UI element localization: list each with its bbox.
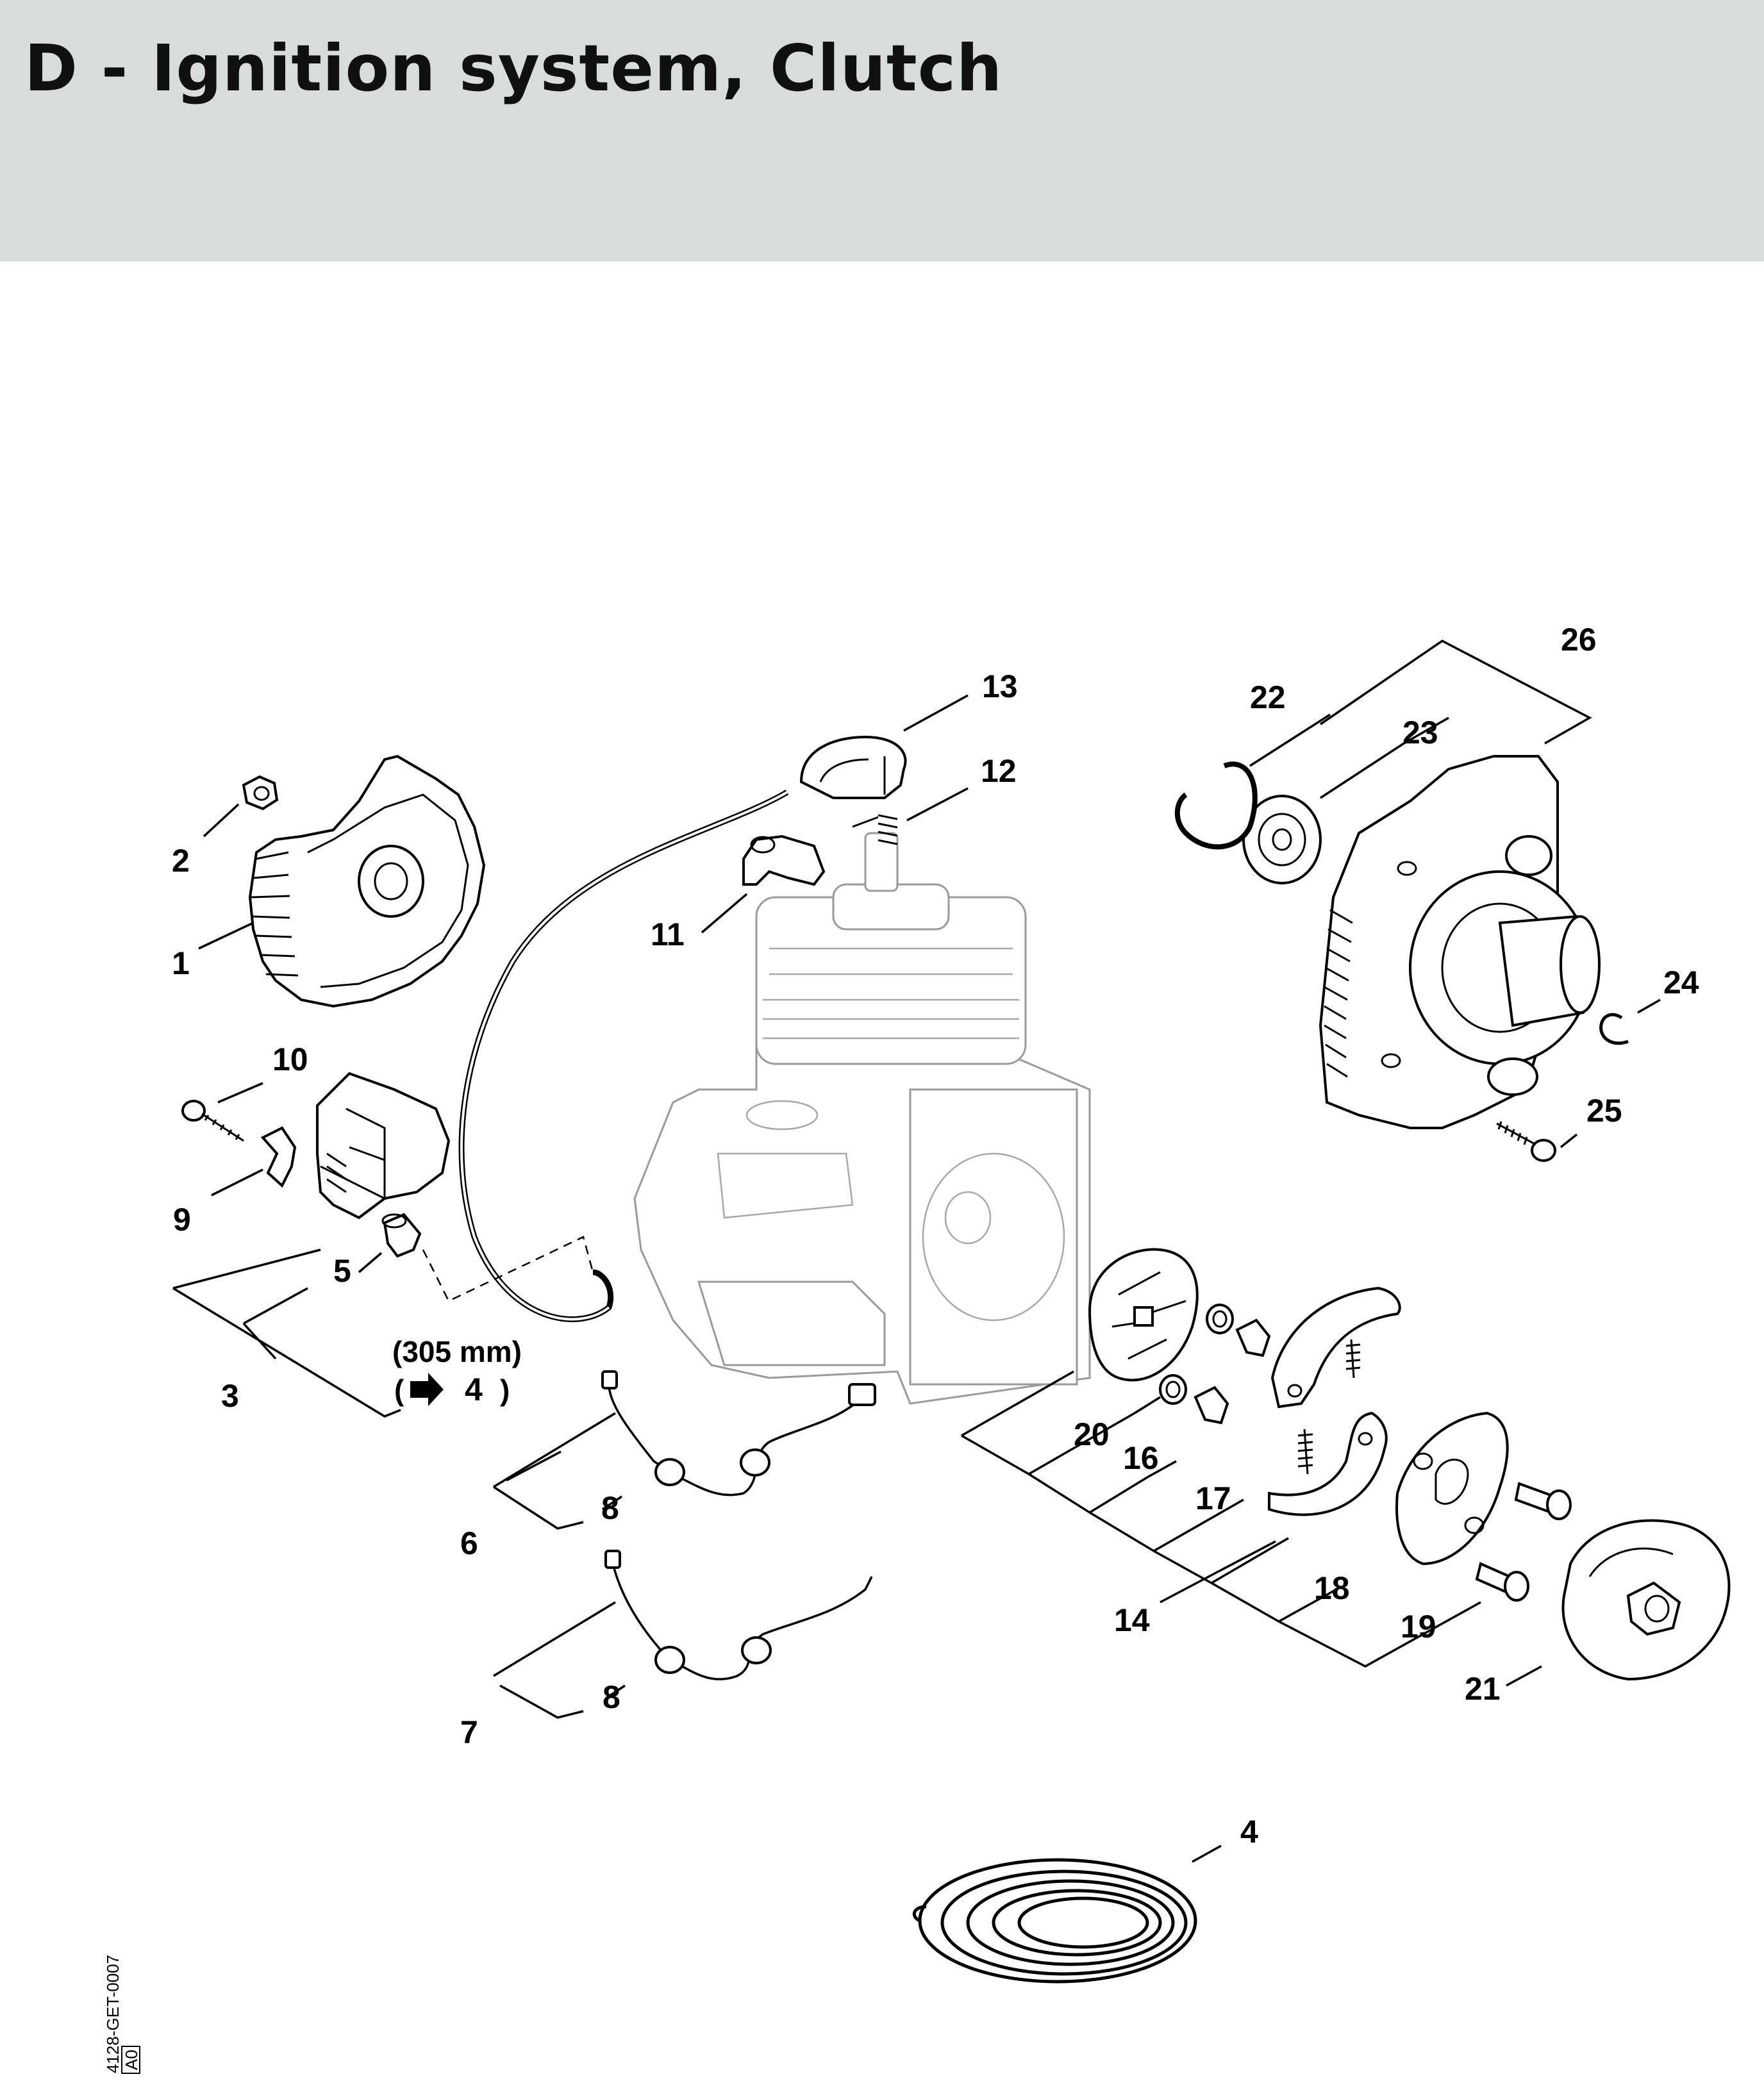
- callout-24-label: 24: [1663, 965, 1699, 1000]
- callout-22-label: 22: [1250, 679, 1286, 715]
- ignition-module-screw: [181, 1100, 244, 1142]
- callout-17-label: 17: [1195, 1480, 1231, 1516]
- clutch-screw-upper: [1514, 1482, 1572, 1520]
- engine-block-ghost: [633, 832, 1091, 1405]
- crankcase-housing: [1319, 755, 1601, 1129]
- callout-5-label: 5: [333, 1253, 351, 1289]
- callout-18-label: 18: [1314, 1570, 1350, 1606]
- callout-26-label: 26: [1561, 622, 1597, 658]
- callout-16-label: 16: [1123, 1440, 1159, 1476]
- boot-spring: [852, 814, 898, 845]
- clutch-screw-lower: [1475, 1562, 1529, 1602]
- drawing-code-box-text: A0: [122, 2050, 141, 2070]
- note-close-paren: ): [500, 1373, 510, 1407]
- arrow-right-icon: [410, 1373, 444, 1406]
- housing-screw: [1496, 1121, 1556, 1162]
- ignition-lead-boot: [381, 1213, 422, 1258]
- callout-3-label: 3: [221, 1378, 239, 1414]
- ignition-clip: [260, 1126, 297, 1188]
- short-circuit-wire-upper: [601, 1370, 876, 1496]
- callout-25-label: 25: [1586, 1093, 1622, 1129]
- callout-14-label: 14: [1114, 1602, 1150, 1638]
- coiled-ignition-lead: [912, 1858, 1197, 1984]
- flywheel: [248, 754, 486, 1008]
- flywheel-nut: [242, 775, 279, 811]
- callout-12-label: 12: [981, 753, 1017, 789]
- callout-20-label: 20: [1074, 1416, 1110, 1452]
- clutch-plate: [1395, 1411, 1509, 1566]
- callout-4-ref-label: 4: [465, 1372, 483, 1407]
- cable-length-note: (305 mm) ( 4 ): [392, 1335, 522, 1407]
- callout-21-label: 21: [1465, 1671, 1501, 1707]
- header-band: D - Ignition system, Clutch: [0, 0, 1764, 261]
- sleeve-lower: [1194, 1386, 1229, 1425]
- page-title: D - Ignition system, Clutch: [24, 31, 1003, 106]
- washer-ring-lower: [1159, 1374, 1187, 1405]
- clutch-shoe-upper: [1270, 1286, 1401, 1409]
- clutch-carrier: [1088, 1248, 1199, 1382]
- leader-lines: [172, 639, 1661, 1863]
- circlip-small: [1599, 1013, 1629, 1045]
- callout-8a-label: 8: [601, 1490, 619, 1526]
- clutch-spring-lower: [1297, 1429, 1313, 1475]
- callout-11-label: 11: [651, 916, 685, 952]
- callout-6-label: 6: [460, 1525, 478, 1561]
- cable-length-text: (305 mm): [392, 1335, 522, 1368]
- callout-numbers: 1 2 3 5 9 10 11 12 13 6 8 7 8 22 23 26 2…: [172, 622, 1699, 1850]
- callout-13-label: 13: [982, 668, 1018, 704]
- note-open-paren: (: [394, 1373, 404, 1407]
- clutch-shoe-lower: [1268, 1411, 1388, 1516]
- drawing-code: 4128-GET-0007 A0: [103, 1955, 141, 2074]
- callout-4-coil-label: 4: [1240, 1814, 1258, 1850]
- spark-plug-boot: [742, 834, 826, 886]
- callout-10-label: 10: [272, 1041, 308, 1077]
- drawing-code-text: 4128-GET-0007: [103, 1955, 122, 2073]
- short-circuit-wire-lower: [604, 1550, 873, 1680]
- callout-1-label: 1: [172, 945, 190, 981]
- washer-ring-upper: [1206, 1304, 1234, 1334]
- ignition-lead: [422, 790, 789, 1322]
- sleeve-upper: [1235, 1318, 1271, 1357]
- ignition-module: [316, 1072, 451, 1220]
- callout-23-label: 23: [1402, 715, 1438, 750]
- callout-19-label: 19: [1401, 1609, 1436, 1645]
- clutch-drum: [1561, 1519, 1731, 1681]
- callout-7-label: 7: [460, 1714, 478, 1750]
- clutch-spring-upper: [1345, 1339, 1361, 1379]
- callout-9-label: 9: [173, 1202, 191, 1238]
- circlip-large: [1174, 761, 1258, 850]
- spark-plug-cap: [799, 735, 907, 799]
- callout-8b-label: 8: [603, 1679, 620, 1715]
- callout-2-label: 2: [172, 843, 190, 879]
